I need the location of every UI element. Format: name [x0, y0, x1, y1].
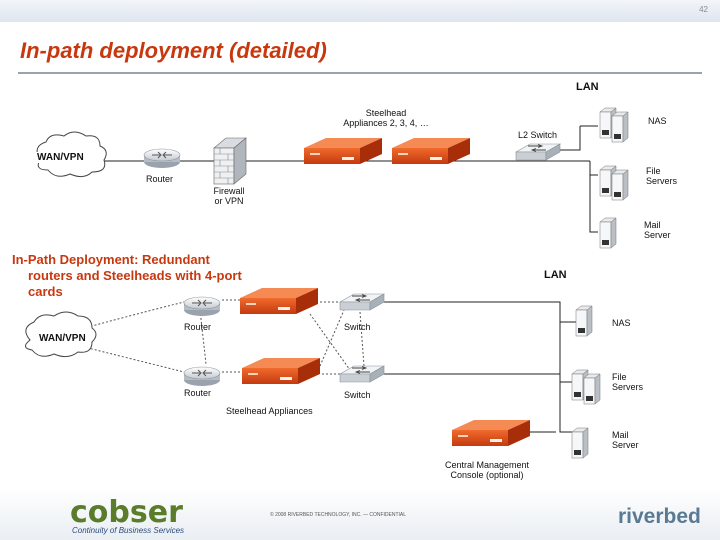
cobser-logo-wordmark: cobser — [70, 495, 183, 530]
cmc-appliance-icon — [452, 420, 530, 446]
switch-1-icon — [339, 293, 385, 311]
nas-icon-bottom — [575, 305, 593, 337]
switch-1-label: Switch — [344, 322, 371, 332]
switch-2-label: Switch — [344, 390, 371, 400]
lan-label-top: LAN — [576, 81, 599, 93]
nas-icon — [599, 107, 629, 143]
copyright-notice: © 2008 RIVERBED TECHNOLOGY, INC. — CONFI… — [270, 512, 407, 518]
steelhead-appliances-label: Steelhead Appliances — [226, 406, 313, 416]
cobser-logo-tagline: Continuity of Business Services — [72, 526, 185, 535]
nas-label-bottom: NAS — [612, 318, 631, 328]
switch-2-icon — [339, 365, 385, 383]
top-diagram — [36, 107, 629, 249]
steelhead-appliance-2-icon — [392, 138, 470, 164]
router-icon-top — [143, 148, 181, 169]
bottom-diagram — [25, 288, 601, 459]
lan-label-bottom: LAN — [544, 269, 567, 281]
l2-switch-label: L2 Switch — [518, 130, 558, 140]
wan-label-top: WAN/VPN — [36, 152, 85, 163]
router-1-label: Router — [184, 322, 212, 332]
router-2-label: Router — [184, 388, 212, 398]
riverbed-logo-wordmark: riverbed — [618, 505, 701, 528]
steelhead-appliance-1-icon — [304, 138, 382, 164]
page-number: 42 — [699, 5, 708, 14]
steelhead-appliance-4-icon — [242, 358, 320, 384]
bottom-diagram-caption: In-Path Deployment: Redundant routers an… — [12, 252, 242, 299]
mail-server-icon-top — [599, 217, 617, 249]
router-label-top: Router — [146, 174, 174, 184]
file-servers-icon-bottom — [571, 369, 601, 405]
file-servers-icon — [599, 165, 629, 201]
nas-label-top: NAS — [648, 116, 667, 126]
l2-switch-icon — [515, 143, 561, 161]
wan-label-bottom: WAN/VPN — [38, 333, 87, 344]
steelhead-appliance-3-icon — [240, 288, 318, 314]
title-divider — [18, 72, 702, 74]
header-band — [0, 0, 720, 22]
firewall-icon — [213, 137, 247, 185]
footer-band — [0, 488, 720, 540]
slide-title: In-path deployment (detailed) — [20, 38, 327, 63]
router-2-icon — [183, 366, 221, 387]
mail-server-icon-bottom — [571, 427, 589, 459]
